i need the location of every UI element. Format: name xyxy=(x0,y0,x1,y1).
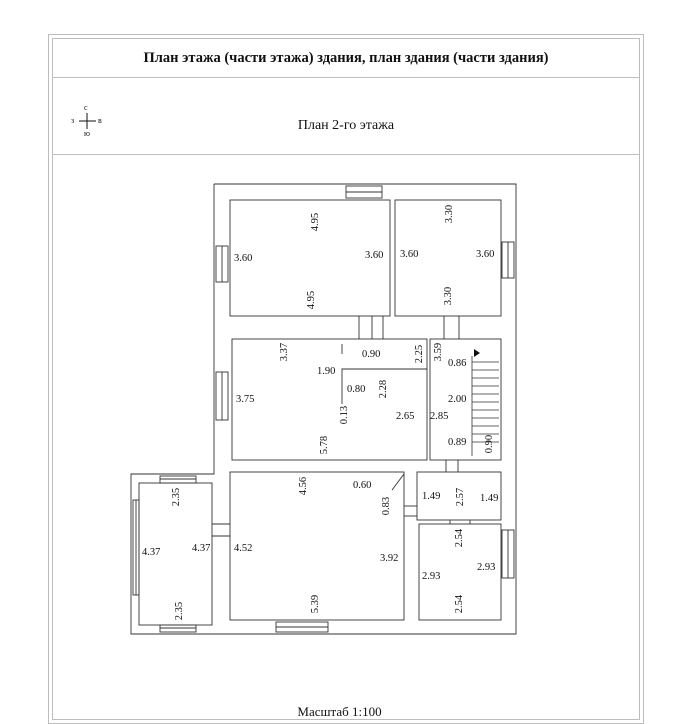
dimension-label: 2.54 xyxy=(454,594,465,613)
dimension-label: 4.37 xyxy=(142,547,160,558)
scale-label: Масштаб 1:100 xyxy=(297,704,382,719)
compass-south-label: ю xyxy=(84,129,90,138)
dimension-label: 3.60 xyxy=(234,253,252,264)
doorway xyxy=(212,523,230,537)
plan-header: с ю з в План 2-го этажа xyxy=(53,82,639,155)
dimension-label: 2.93 xyxy=(477,562,495,573)
dimension-label: 3.75 xyxy=(236,394,254,405)
window xyxy=(132,499,140,596)
window xyxy=(215,245,229,283)
window xyxy=(215,371,229,421)
doorway xyxy=(445,460,459,472)
doorway xyxy=(404,505,417,517)
dimension-label: 2.00 xyxy=(448,394,466,405)
dimension-label: 2.93 xyxy=(422,571,440,582)
window xyxy=(501,241,515,279)
dimension-label: 3.60 xyxy=(400,249,418,260)
dimension-label: 4.95 xyxy=(310,213,321,231)
dimension-label: 0.89 xyxy=(448,437,466,448)
dimension-label: 2.85 xyxy=(430,411,448,422)
dimension-label: 2.25 xyxy=(414,345,425,363)
dimension-label: 3.60 xyxy=(365,250,383,261)
dimension-label: 3.30 xyxy=(444,205,455,223)
dimension-label: 2.54 xyxy=(454,528,465,547)
room-outline xyxy=(394,199,502,317)
dimension-label: 4.37 xyxy=(192,543,210,554)
dimension-label: 1.49 xyxy=(480,493,498,504)
doorway xyxy=(449,520,471,524)
dimension-label: 0.13 xyxy=(339,406,350,424)
dimension-label: 2.57 xyxy=(455,488,466,506)
compass-west-label: з xyxy=(71,116,75,125)
dimension-label: 3.59 xyxy=(433,343,444,361)
dimension-label: 3.60 xyxy=(476,249,494,260)
partition-wall xyxy=(341,368,427,404)
dimension-label: 0.86 xyxy=(448,358,466,369)
staircase xyxy=(471,349,499,456)
dimension-label: 2.28 xyxy=(378,380,389,398)
window xyxy=(345,185,383,199)
dimension-label: 2.35 xyxy=(174,602,185,620)
room-outline xyxy=(229,471,405,621)
compass-rose-icon: с ю з в xyxy=(69,104,109,138)
dimension-label: 1.49 xyxy=(422,491,440,502)
dimension-label: 5.78 xyxy=(319,436,330,454)
dimension-label: 0.80 xyxy=(347,384,365,395)
dimension-label: 3.92 xyxy=(380,553,398,564)
plan-name: План 2-го этажа xyxy=(297,118,395,133)
room-outline xyxy=(418,523,502,621)
dimension-label: 4.95 xyxy=(306,291,317,309)
sheet-title: План этажа (части этажа) здания, план зд… xyxy=(53,39,639,78)
dimension-label: 2.65 xyxy=(396,411,414,422)
dimension-label: 2.35 xyxy=(171,488,182,506)
room-outline xyxy=(231,338,428,461)
window xyxy=(275,621,329,633)
doorway xyxy=(358,316,384,339)
room-outline xyxy=(229,199,391,317)
compass-east-label: в xyxy=(98,116,102,125)
window xyxy=(159,475,197,484)
dimension-label: 0.83 xyxy=(381,497,392,515)
stair-hall-outline xyxy=(429,338,502,461)
dimension-label: 4.52 xyxy=(234,543,252,554)
dimension-label: 3.30 xyxy=(443,287,454,305)
window xyxy=(159,624,197,633)
outer-wall xyxy=(130,183,517,635)
room-outline xyxy=(416,471,502,521)
dimension-label: 5.39 xyxy=(310,595,321,613)
dimension-label: 0.90 xyxy=(362,349,380,360)
dimension-label: 0.90 xyxy=(484,435,495,453)
compass-north-label: с xyxy=(84,103,88,112)
door-swing xyxy=(391,473,405,491)
window xyxy=(501,529,515,579)
doorway xyxy=(443,316,460,339)
dimension-label: 0.60 xyxy=(353,480,371,491)
dimension-label: 1.90 xyxy=(317,366,335,377)
dimension-label: 3.37 xyxy=(279,343,290,361)
dimension-label: 4.56 xyxy=(298,477,309,495)
